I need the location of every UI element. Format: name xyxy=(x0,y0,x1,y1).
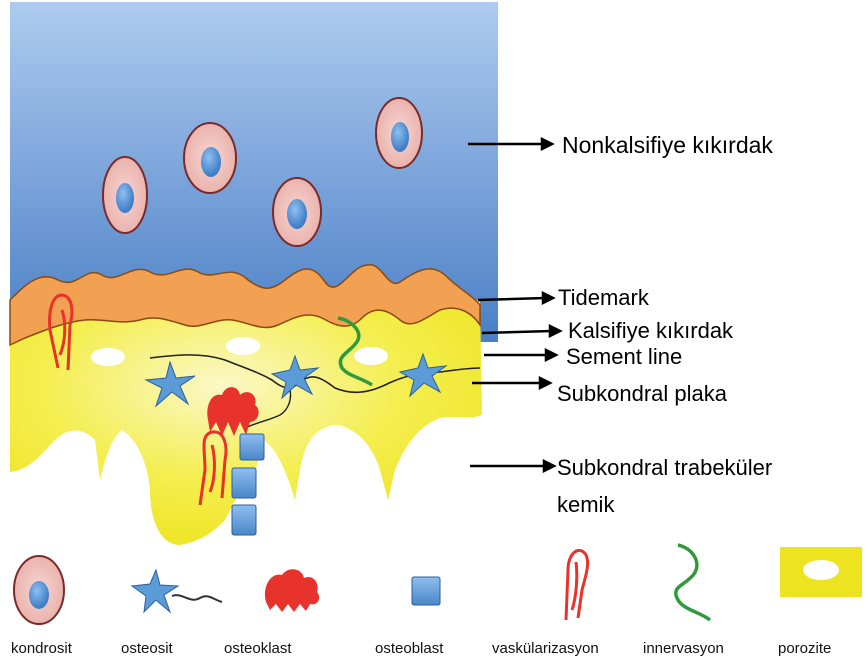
porosity-2 xyxy=(226,337,260,355)
label-noncalcified-cartilage: Nonkalsifiye kıkırdak xyxy=(562,134,773,157)
osteoblast-3 xyxy=(232,505,256,535)
legend-label-innervasyon: innervasyon xyxy=(643,641,724,656)
osteocyte-icon xyxy=(132,570,178,612)
osteoblast-1 xyxy=(240,434,264,460)
legend-label-osteoklast: osteoklast xyxy=(224,641,292,656)
osteoblast-2 xyxy=(232,468,256,498)
legend-icons xyxy=(14,545,862,624)
legend-label-osteosit: osteosit xyxy=(121,641,173,656)
porosity-1 xyxy=(91,348,125,366)
porosity-3 xyxy=(354,347,388,365)
legend-label-osteoblast: osteoblast xyxy=(375,641,443,656)
legend-label-vaskularizasyon: vaskülarizasyon xyxy=(492,641,599,656)
legend-label-porozite: porozite xyxy=(778,641,831,656)
legend-label-kondrosit: kondrosit xyxy=(11,641,72,656)
innervation-icon xyxy=(676,545,710,620)
label-subchondral-trabecular: Subkondral trabeküler xyxy=(557,457,772,479)
label-calcified-cartilage: Kalsifiye kıkırdak xyxy=(568,320,733,342)
osteoclast-icon xyxy=(265,569,319,612)
osteoblast-icon xyxy=(412,577,440,605)
label-cement-line: Sement line xyxy=(566,346,682,368)
label-tidemark: Tidemark xyxy=(558,287,649,309)
label-subchondral-plate: Subkondral plaka xyxy=(557,383,727,405)
vascularization-icon xyxy=(566,550,588,620)
label-trabecular-bone: kemik xyxy=(557,494,614,516)
